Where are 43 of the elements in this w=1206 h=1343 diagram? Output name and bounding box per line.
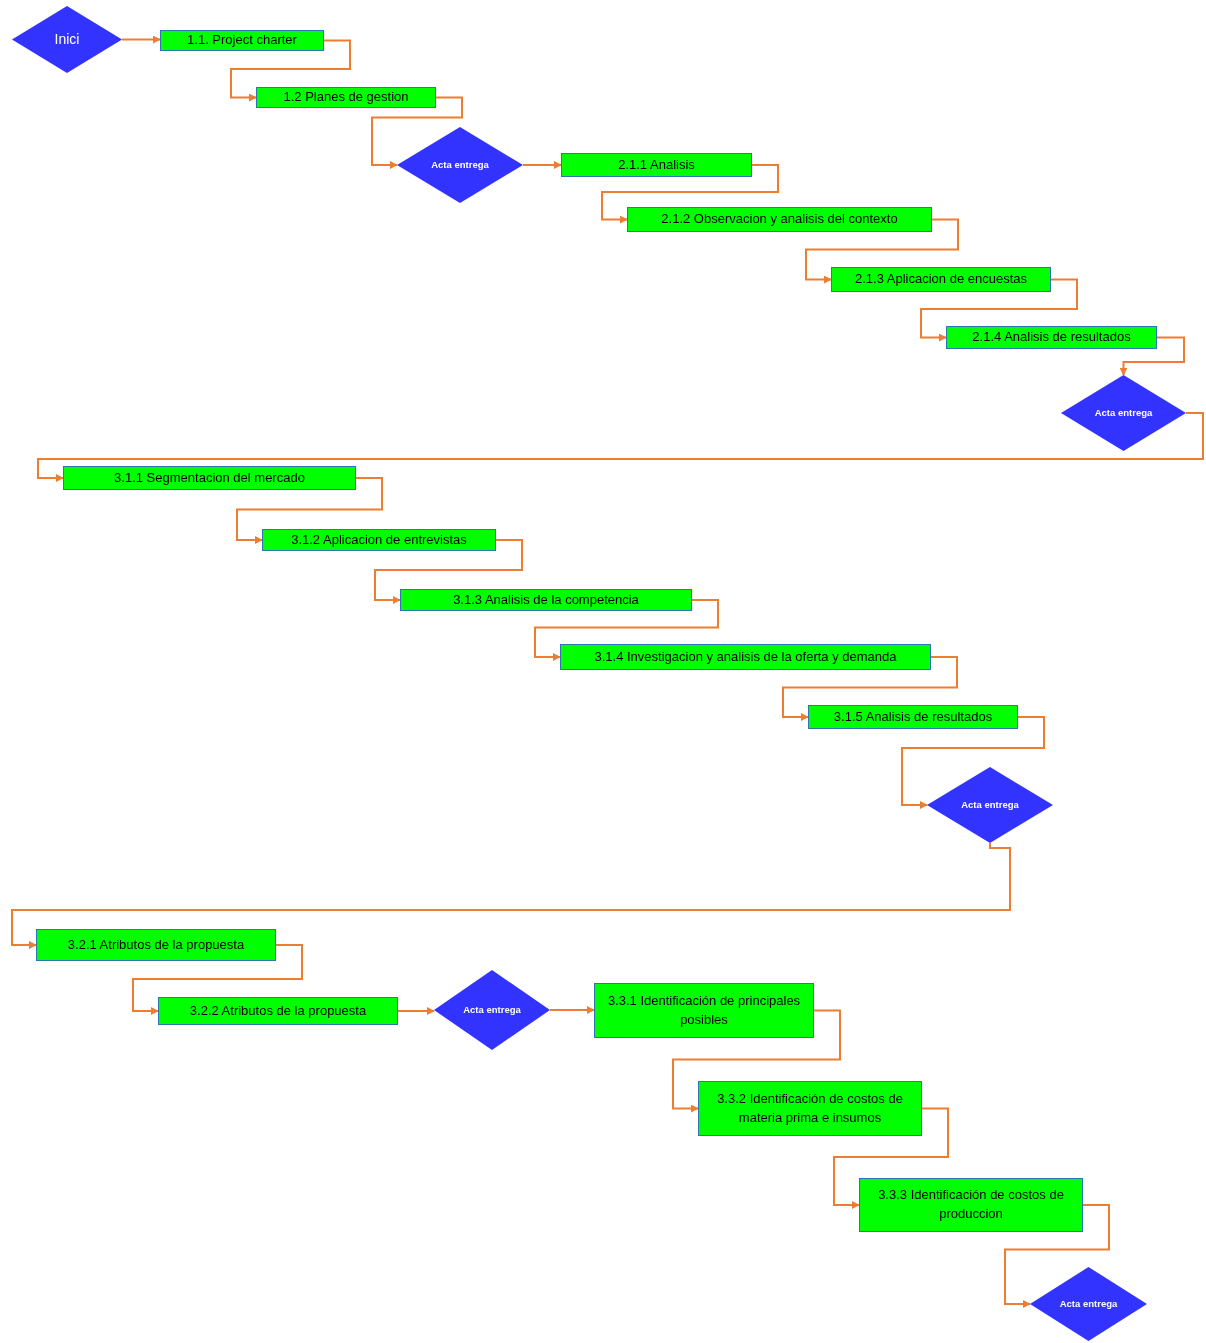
arrow (672, 1009, 841, 1113)
arrow (37, 412, 1204, 482)
process-box: 1.1. Project charter (160, 30, 324, 51)
arrow (374, 539, 523, 604)
process-box: 3.1.2 Aplicacion de entrevistas (262, 529, 496, 551)
arrow (132, 944, 303, 1015)
process-box: 3.1.4 Investigacion y analisis de la oferta y demanda (560, 644, 931, 670)
arrow (1119, 336, 1185, 376)
process-box: 3.3.1 Identificación de principales posibles (594, 983, 814, 1038)
process-box: 1.2 Planes de gestion (256, 87, 436, 108)
process-box: 2.1.4 Analisis de resultados (946, 326, 1157, 349)
diamond-label: Acta entrega (431, 158, 489, 172)
process-box: 2.1.1 Analisis (561, 153, 752, 177)
arrow (230, 39, 351, 102)
process-box: 3.3.2 Identificación de costos de materia prima e insumos (698, 1081, 922, 1136)
diamond-label: Inici (54, 30, 80, 49)
process-box: 3.2.1 Atributos de la propuesta (36, 929, 276, 961)
arrow (397, 1007, 435, 1015)
process-box: 3.1.3 Analisis de la competencia (400, 589, 692, 611)
arrow (534, 599, 719, 661)
arrow (601, 164, 779, 224)
process-box: 2.1.2 Observacion y analisis del contexto (627, 207, 932, 232)
arrow (522, 161, 562, 169)
process-box: 2.1.3 Aplicacion de encuestas (831, 267, 1051, 292)
diamond-label: Acta entrega (961, 798, 1019, 812)
arrow (805, 218, 959, 284)
arrow (833, 1107, 949, 1209)
arrow (121, 35, 161, 44)
arrow (920, 278, 1078, 342)
arrow (371, 96, 463, 169)
arrow (236, 477, 383, 544)
arrow (1004, 1204, 1110, 1308)
arrow (11, 842, 1011, 949)
process-box: 3.1.5 Analisis de resultados (808, 705, 1018, 729)
diamond-label: Acta entrega (1059, 1297, 1118, 1311)
diamond-label: Acta entrega (1094, 406, 1153, 420)
diamond-label: Acta entrega (463, 1003, 521, 1017)
process-box: 3.1.1 Segmentacion del mercado (63, 466, 356, 490)
arrow (782, 656, 958, 721)
arrow (549, 1006, 595, 1014)
process-box: 3.3.3 Identificación de costos de produccion (859, 1178, 1083, 1232)
arrow (901, 716, 1045, 809)
process-box: 3.2.2 Atributos de la propuesta (158, 997, 398, 1025)
